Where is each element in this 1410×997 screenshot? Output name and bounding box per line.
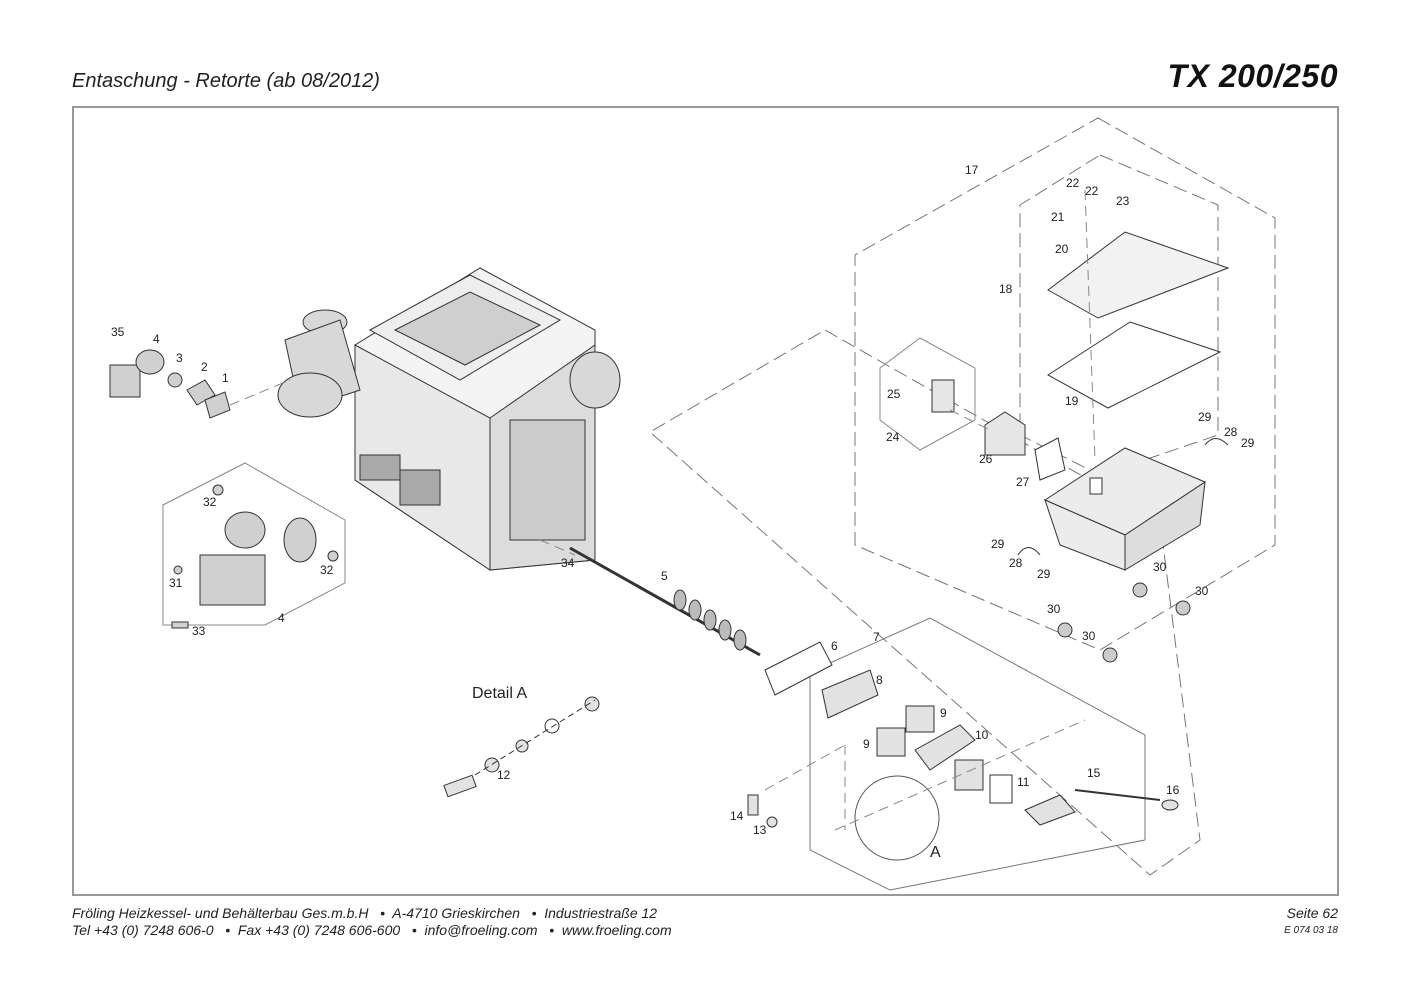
detail-a-caption: Detail A (472, 685, 527, 702)
part-label: 5 (661, 569, 668, 583)
part-label: 28 (1009, 556, 1023, 570)
part-label: 12 (497, 768, 511, 782)
document-code: E 074 03 18 (1284, 925, 1338, 936)
auger-screw (569, 546, 761, 657)
part-label: 17 (965, 163, 979, 177)
assembly-24-outline (879, 337, 976, 451)
castors (1057, 582, 1191, 663)
part-label: 28 (1224, 425, 1238, 439)
part-label: 20 (1055, 242, 1069, 256)
part-label: 8 (876, 673, 883, 687)
part-label: 2 (201, 360, 208, 374)
model-title: TX 200/250 (1167, 58, 1338, 94)
assembly-7-outline (809, 617, 1146, 891)
part-label: 34 (561, 556, 575, 570)
part-label: 30 (1153, 560, 1167, 574)
part-label: 18 (999, 282, 1013, 296)
part-label: 30 (1082, 629, 1096, 643)
part-label: 33 (192, 624, 206, 638)
retort-parts (747, 669, 1179, 828)
detail-a-circle (854, 775, 940, 861)
part-label: 9 (940, 706, 947, 720)
ash-container (1043, 447, 1207, 571)
part-label: 32 (203, 495, 217, 509)
part-label: 22 (1085, 184, 1099, 198)
drive-group-outline (162, 462, 346, 626)
gasket-19 (1047, 321, 1222, 409)
part-label: 30 (1047, 602, 1061, 616)
part-label: 3 (176, 351, 183, 365)
page-number: Seite 62 (1286, 905, 1338, 921)
part-label: 32 (320, 563, 334, 577)
part-label: 16 (1166, 783, 1180, 797)
part-label: 6 (831, 639, 838, 653)
part-label: 30 (1195, 584, 1209, 598)
burner-unit (277, 309, 621, 418)
drive-motor-large (171, 484, 339, 629)
lid-18 (1047, 231, 1230, 319)
part-label: 23 (1116, 194, 1130, 208)
handle-28-bottom (1017, 547, 1041, 556)
boiler-body (354, 267, 596, 571)
part-label: 24 (886, 430, 900, 444)
gasket-6 (764, 641, 833, 696)
part-label: 29 (1198, 410, 1212, 424)
detail-a-marker: A (930, 844, 941, 861)
part-label: 19 (1065, 394, 1079, 408)
part-label: 27 (1016, 475, 1030, 489)
footer-contact: Tel +43 (0) 7248 606-0 • Fax +43 (0) 724… (72, 922, 672, 938)
part-label: 15 (1087, 766, 1101, 780)
part-label: 7 (873, 630, 880, 644)
drive-motor-small (109, 349, 231, 419)
part-label: 1 (222, 371, 229, 385)
drawing-frame (72, 106, 1339, 896)
ash-container-region-outline (649, 329, 1201, 876)
part-label: 9 (863, 737, 870, 751)
assembly-17-outline (854, 117, 1276, 651)
part-label: 29 (1037, 567, 1051, 581)
part-label: 31 (169, 576, 183, 590)
part-label: 26 (979, 452, 993, 466)
part-label: 14 (730, 809, 744, 823)
part-label: 29 (1241, 436, 1255, 450)
handle-28-top (1204, 438, 1229, 446)
footer-company-address: Fröling Heizkessel- und Behälterbau Ges.… (72, 905, 658, 921)
part-label: 35 (111, 325, 125, 339)
document-subtitle: Entaschung - Retorte (ab 08/2012) (72, 70, 380, 92)
detail-a-bolt-assembly (443, 696, 600, 798)
part-label: 4 (278, 611, 285, 625)
part-label: 21 (1051, 210, 1065, 224)
part-label: 11 (1017, 775, 1030, 789)
part-label: 29 (991, 537, 1005, 551)
part-label: 4 (153, 332, 160, 346)
part-label: 22 (1066, 176, 1080, 190)
part-label: 25 (887, 387, 901, 401)
part-label: 13 (753, 823, 767, 837)
inspection-flanges (931, 379, 1066, 481)
part-label: 10 (975, 728, 989, 742)
